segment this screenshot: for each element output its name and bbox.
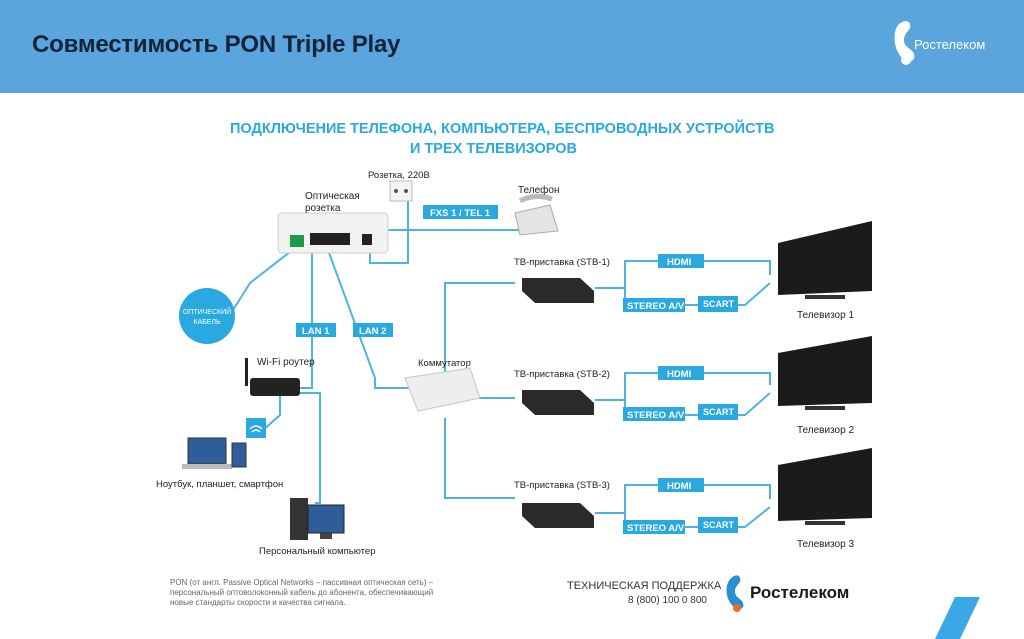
switch-label: Коммутатор [418,358,471,369]
logo-text: Ростелеком [914,37,986,52]
laptop-tablet-icon [182,437,247,469]
stb-label: ТВ-приставка (STB-1) [514,257,610,268]
stb-row-2: ТВ-приставка (STB-2) HDMI STEREO A/V SCA… [514,336,872,436]
scart-badge [698,404,738,420]
optical-socket-label-2: розетка [305,203,341,214]
footer-logo-text: Ростелеком [750,583,849,602]
lan1-badge [296,323,336,337]
hdmi-badge [658,478,704,492]
wifi-router-label: Wi-Fi роутер [257,357,315,368]
pon-note-1: PON (от англ. Passive Optical Networks –… [170,578,434,587]
wifi-icon [246,418,266,438]
stb-row-3: ТВ-приставка (STB-3) HDMI STEREO A/V SCA… [514,448,872,550]
optical-cable-badge [179,288,235,344]
support-phone: 8 (800) 100 0 800 [628,595,707,606]
scart-label: SCART [703,520,735,530]
lan2-badge [353,323,393,337]
header-bar: Совместимость PON Triple Play Ростелеком [0,0,1024,93]
stb-label: ТВ-приставка (STB-2) [514,369,610,380]
diagram-heading-1: ПОДКЛЮЧЕНИЕ ТЕЛЕФОНА, КОМПЬЮТЕРА, БЕСПРО… [230,119,774,137]
lan1-label: LAN 1 [302,326,330,337]
socket-label: Розетка, 220В [368,170,430,181]
pon-diagram: ПОДКЛЮЧЕНИЕ ТЕЛЕФОНА, КОМПЬЮТЕРА, БЕСПРО… [156,119,980,639]
page-title: Совместимость PON Triple Play [32,31,401,58]
phone-icon [514,193,559,236]
optical-socket-label-1: Оптическая [305,191,360,202]
tv-label: Телевизор 2 [797,425,854,436]
stb-row-1: ТВ-приставка (STB-1) HDMI STEREO A/V SCA… [514,221,872,321]
stb-label: ТВ-приставка (STB-3) [514,480,610,491]
rostelecom-logo [894,21,915,65]
scart-label: SCART [703,299,735,309]
stereo-badge [623,520,685,534]
hdmi-badge [658,366,704,380]
optical-cable-label-2: КАБЕЛЬ [193,319,221,326]
tv-icon [778,448,872,521]
stereo-label: STEREO A/V [627,301,685,312]
pon-note-3: новые стандарты скорости и качества сигн… [170,598,346,607]
support-label: ТЕХНИЧЕСКАЯ ПОДДЕРЖКА [567,580,722,592]
tv-label: Телевизор 3 [797,539,854,550]
scart-badge [698,517,738,533]
laptop-label: Ноутбук, планшет, смартфон [156,479,283,490]
pon-note-2: персональный оптоволоконный кабель до аб… [170,588,433,597]
phone-label: Телефон [518,184,559,196]
fxs-badge [423,205,498,219]
scart-badge [698,296,738,312]
power-socket [389,180,413,202]
stereo-badge [623,407,685,421]
scart-label: SCART [703,407,735,417]
optical-cable-label-1: ОПТИЧЕСКИЙ [183,307,231,316]
wifi-router-icon [245,358,300,396]
pc-label: Персональный компьютер [259,546,375,557]
tv-icon [778,221,872,295]
tv-icon [778,336,872,406]
lan2-label: LAN 2 [359,326,386,337]
hdmi-label: HDMI [667,369,691,380]
diagram-heading-2: И ТРЕХ ТЕЛЕВИЗОРОВ [410,141,577,157]
decorative-stripe [935,597,980,639]
pc-icon [290,498,345,540]
optical-socket-device [277,212,389,254]
stereo-label: STEREO A/V [627,523,685,534]
stereo-badge [623,298,685,312]
hdmi-label: HDMI [667,481,691,492]
stereo-label: STEREO A/V [627,410,685,421]
tv-label: Телевизор 1 [797,310,854,321]
fxs-label: FXS 1 / TEL 1 [430,208,491,219]
hdmi-badge [658,254,704,268]
switch-icon [404,367,481,412]
hdmi-label: HDMI [667,257,691,268]
footer-rostelecom-logo [726,575,744,612]
